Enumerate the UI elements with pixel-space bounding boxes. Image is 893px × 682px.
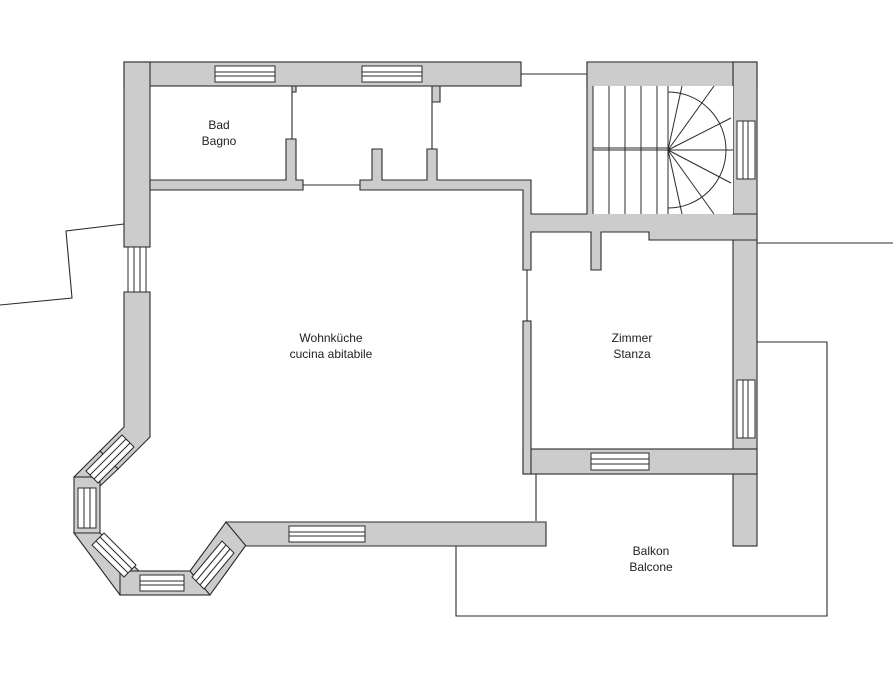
window-right-upper xyxy=(736,120,756,180)
window-bay-4 xyxy=(139,574,185,592)
window-top-1 xyxy=(214,65,276,83)
windows xyxy=(77,65,756,592)
window-left xyxy=(127,246,147,293)
site-lines xyxy=(0,223,893,617)
room-label-balkon-it: Balcone xyxy=(629,560,673,574)
room-label-wohnkueche: Wohnküche xyxy=(299,331,362,345)
room-label-wohnkueche-it: cucina abitabile xyxy=(290,347,373,361)
room-label-zimmer: Zimmer xyxy=(612,331,653,345)
window-bay-3 xyxy=(91,532,137,578)
room-labels: Bad Bagno Wohnküche cucina abitabile Zim… xyxy=(202,118,673,574)
window-bay-2 xyxy=(77,487,97,529)
window-bay-5 xyxy=(191,540,235,590)
room-label-balkon: Balkon xyxy=(633,544,670,558)
room-label-zimmer-it: Stanza xyxy=(613,347,651,361)
door-lines xyxy=(291,73,587,321)
window-top-2 xyxy=(361,65,423,83)
staircase xyxy=(592,85,733,215)
window-bay-1 xyxy=(85,434,135,484)
room-label-bad-it: Bagno xyxy=(202,134,237,148)
room-label-bad: Bad xyxy=(208,118,229,132)
window-zimmer-bottom xyxy=(590,452,650,471)
window-bottom xyxy=(288,525,366,543)
window-right-lower xyxy=(736,379,756,439)
